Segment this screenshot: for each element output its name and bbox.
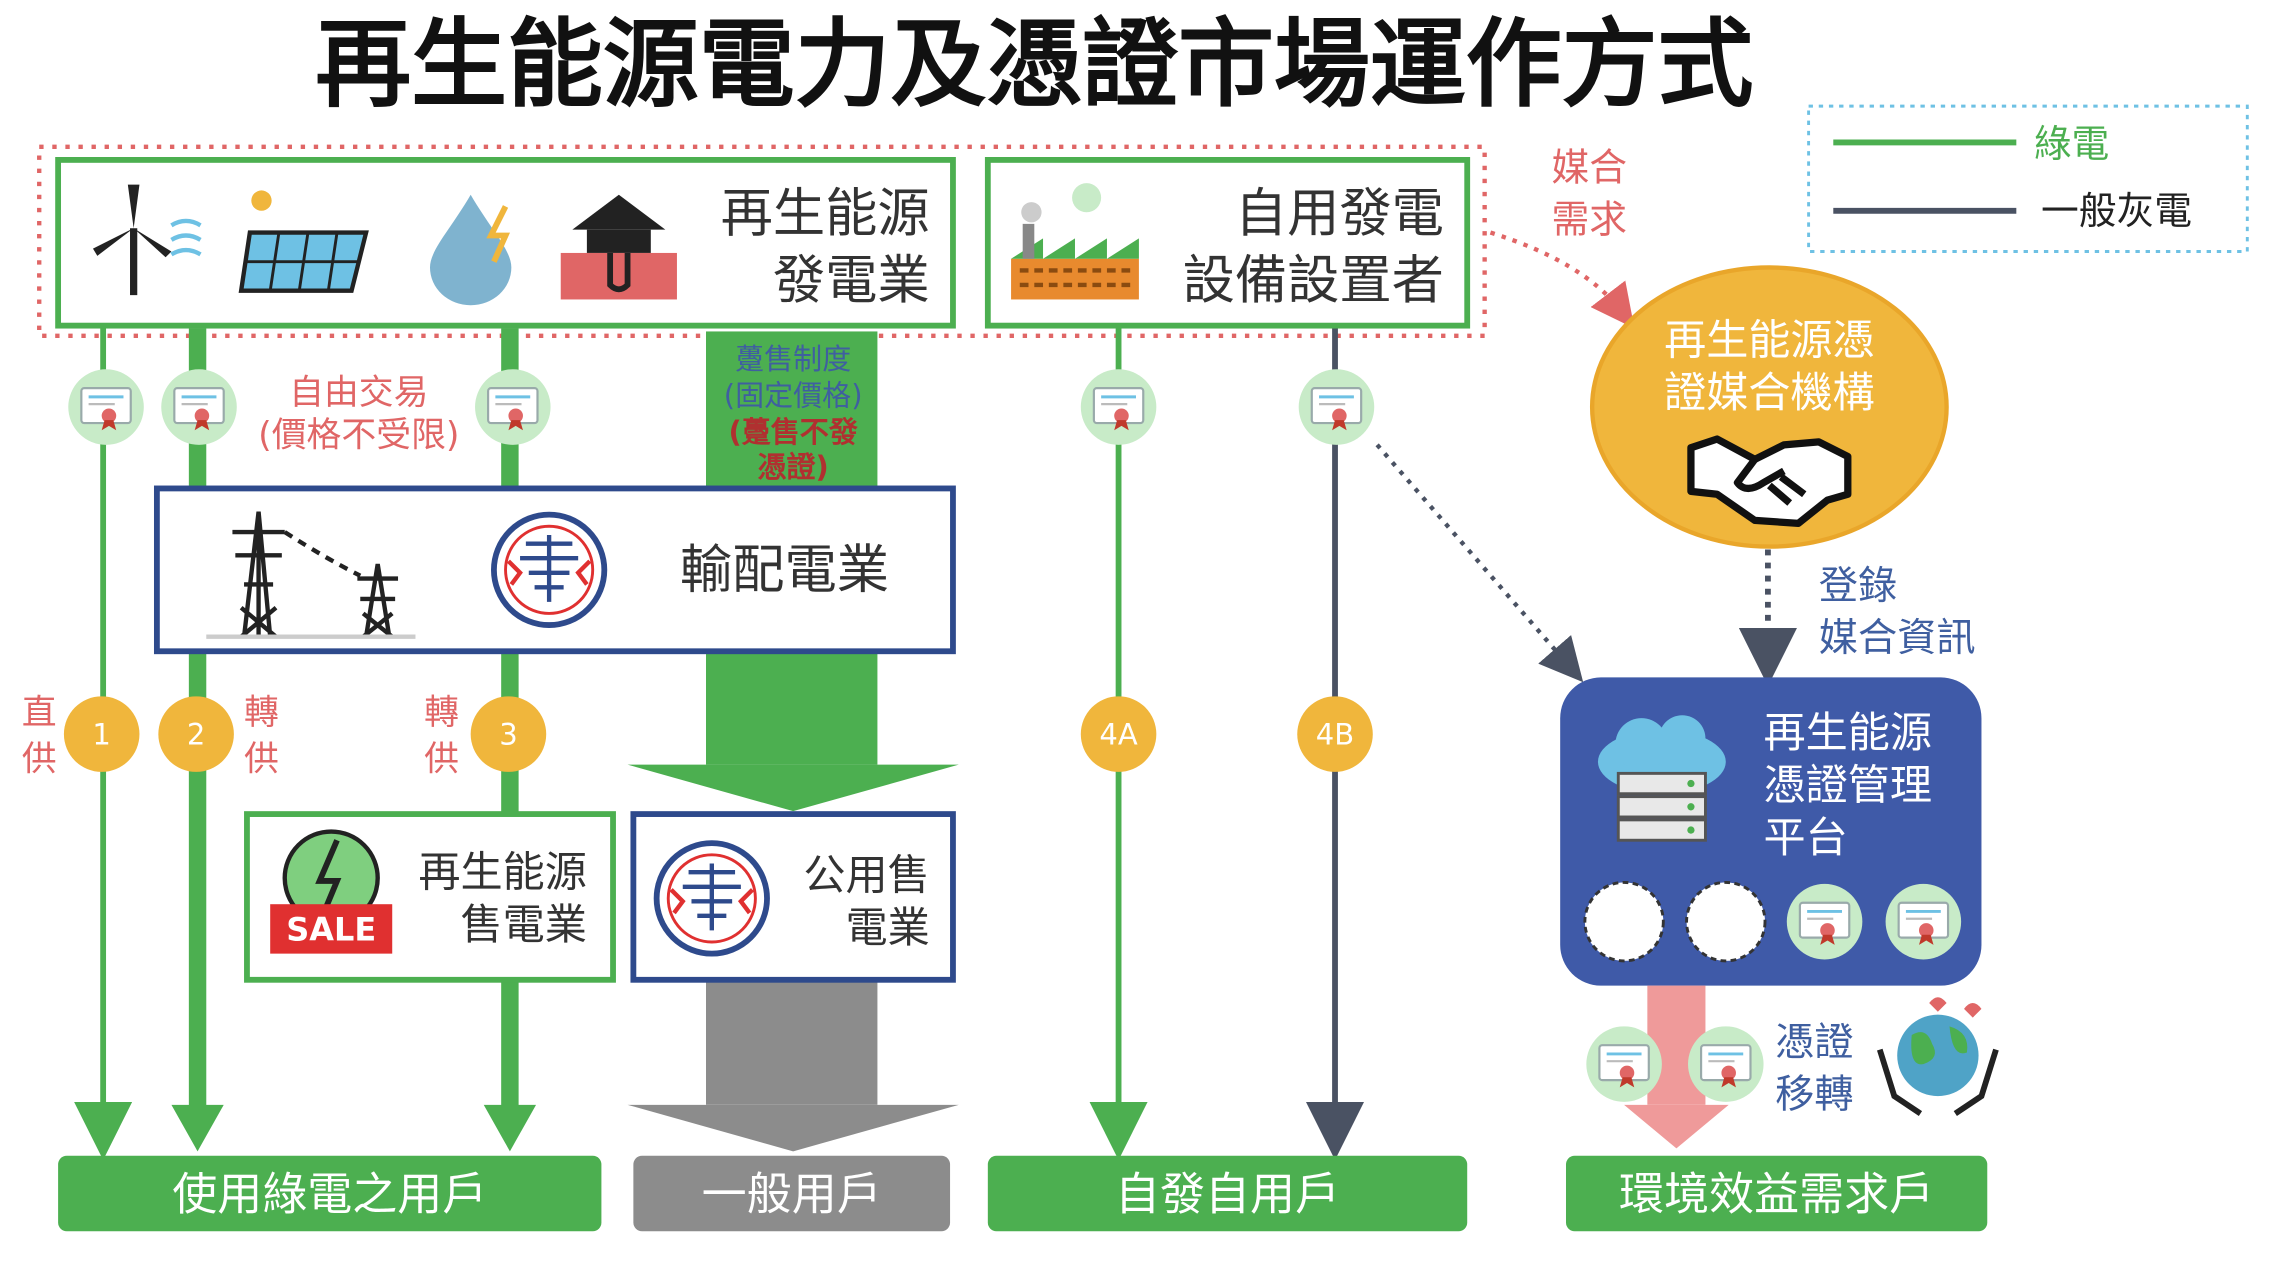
legend: 綠電 一般灰電 [1807,104,2249,253]
path-badge-4b-label: 4B [1316,717,1354,751]
direct-supply-label-1: 直 [22,693,57,733]
matching-agency-node [1589,265,1949,549]
factory-icon [1011,183,1139,300]
cert-transfer-label-2: 移轉 [1775,1073,1853,1118]
handshake-icon [1687,435,1852,527]
general-users-box [633,1155,951,1232]
path-2-arrowhead [171,1104,224,1152]
cert-transfer-arrowhead [1624,1104,1729,1149]
re-generator-box [55,157,956,329]
certificate-icon [1884,882,1963,961]
path-badge-4a-label: 4A [1099,717,1137,751]
transmission-tower-icon [206,511,416,639]
env-users-box [1565,1155,1988,1232]
path-3-line-bottom [501,979,519,1108]
direct-supply-label-2: 供 [22,739,57,779]
legend-green-label: 綠電 [2034,122,2110,166]
certificate-icon [473,367,553,447]
general-users-label: 一般用戶 [702,1167,882,1220]
wheeling-2-label-1: 轉 [244,693,279,733]
certificate-icon [1079,367,1158,447]
certificate-icon [1584,1024,1664,1104]
wheeling-2-label-2: 供 [244,739,279,779]
wholesale-note-2: 憑證) [757,450,828,484]
server-cloud-icon [1597,715,1726,842]
free-trade-label-2: (價格不受限) [258,415,459,455]
solar-panel-icon [238,190,369,293]
re-generator-label-1: 再生能源 [721,183,930,244]
page-title: 再生能源電力及憑證市場運作方式 [315,8,1753,120]
matching-demand-label-1: 媒合 [1551,145,1627,189]
public-utility-label-2: 電業 [845,903,929,952]
self-users-label: 自發自用戶 [1115,1167,1340,1220]
certificate-icon [1785,882,1864,961]
path-badge-2: 2 [158,696,234,772]
sale-label: SALE [286,911,376,949]
cert-platform-label-3: 平台 [1764,813,1848,862]
green-users-box [58,1155,602,1232]
certificate-icon [1686,1024,1766,1104]
path-3-arrowhead [483,1104,537,1152]
cert-platform-label-2: 憑證管理 [1764,761,1932,810]
wholesale-grey-arrowhead [627,1104,959,1152]
path-badge-3: 3 [470,696,547,772]
path-badge-2-label: 2 [187,717,205,751]
geothermal-icon [560,194,677,300]
wholesale-green-arrowhead [627,764,959,812]
hydro-icon [429,194,512,306]
self-users-box [987,1155,1468,1232]
free-trade-label-1: 自由交易 [289,373,428,413]
wholesale-grey-trunk [706,979,878,1105]
sale-icon: SALE [270,829,393,954]
path-badge-4a: 4A [1080,696,1157,772]
certificate-icon [66,367,146,447]
path-badge-1-label: 1 [92,717,110,751]
re-retailer-label-2: 售電業 [461,900,587,949]
path-badge-3-label: 3 [499,717,517,751]
empty-certificate-slot [1583,880,1665,963]
wholesale-line-2: (固定價格) [724,379,863,413]
taipower-logo-icon [494,515,604,625]
4b-to-platform-arrow [1375,443,1584,683]
self-use-generator-label-1: 自用發電 [1235,183,1444,244]
certificate-icon [1297,367,1376,447]
path-badge-1: 1 [63,696,140,772]
globe-hands-icon [1877,997,1999,1116]
taipower-logo-icon [657,843,767,953]
green-users-label: 使用綠電之用戶 [172,1167,487,1220]
self-use-generator-label-2: 設備設置者 [1183,250,1444,311]
matching-demand-label-2: 需求 [1551,198,1627,242]
wholesale-line-1: 躉售制度 [735,342,851,376]
wholesale-note-1: (躉售不發 [728,415,857,449]
re-generator-label-2: 發電業 [773,250,930,311]
register-label-1: 登錄 [1819,564,1897,609]
matching-agency-label-1: 再生能源憑 [1664,316,1875,365]
certificate-icon [159,367,239,447]
wheeling-3-label-1: 轉 [424,693,459,733]
cert-platform-label-1: 再生能源 [1764,708,1932,757]
legend-grey-label: 一般灰電 [2041,189,2192,233]
re-retailer-label-1: 再生能源 [418,848,586,897]
wind-turbine-icon [92,184,202,296]
env-users-label: 環境效益需求戶 [1619,1167,1934,1220]
grid-operator-label: 輸配電業 [680,539,889,600]
matching-agency-label-2: 證媒合機構 [1664,368,1875,417]
register-label-2: 媒合資訊 [1819,616,1976,661]
path-badge-4b: 4B [1297,696,1373,772]
matching-demand-arrow [1489,230,1635,329]
cert-transfer-label-1: 憑證 [1775,1020,1853,1065]
wheeling-3-label-2: 供 [424,739,459,779]
empty-certificate-slot [1685,880,1767,963]
public-utility-label-1: 公用售 [803,851,929,900]
